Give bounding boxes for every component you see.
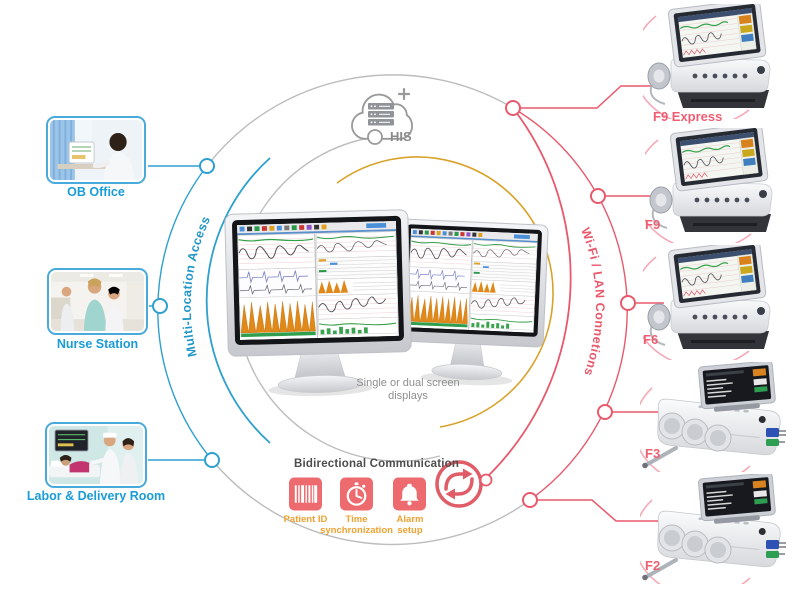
his-label: HIS <box>390 129 412 144</box>
monitor-right <box>395 218 549 386</box>
device-f3 <box>640 362 788 472</box>
exchange-node <box>479 473 493 487</box>
monitor-left-screen <box>237 220 399 341</box>
f2-connector-line <box>537 499 658 522</box>
f9-express-label: F9 Express <box>653 109 723 124</box>
labor-delivery-label: Labor & Delivery Room <box>26 489 166 503</box>
device-f9-express <box>643 4 771 119</box>
time-sync-line2: synchronization <box>320 524 393 536</box>
his-plus-icon <box>397 87 411 101</box>
patient-id-label: Patient ID <box>270 514 341 526</box>
labor-delivery-photo <box>45 422 147 488</box>
nurse-station-photo <box>47 268 148 335</box>
outer-ring-bottom-gray-arc <box>211 459 531 546</box>
f9-label: F9 <box>645 217 661 232</box>
f2-node <box>522 492 538 508</box>
f9-express-node <box>505 100 521 116</box>
his-cloud-icon <box>351 86 413 140</box>
displays-caption-line2: displays <box>388 390 428 402</box>
alarm-setup-line1: Alarm <box>396 514 424 525</box>
his-node <box>367 129 383 145</box>
monitor-right-screen <box>406 228 538 333</box>
ob-office-photo <box>46 116 146 184</box>
nurse-station-label: Nurse Station <box>56 337 139 351</box>
f9-express-connector-line <box>520 85 658 109</box>
displays-caption-line1: Single or dual screen <box>356 377 460 389</box>
ob-office-node <box>199 158 215 174</box>
f9-node <box>590 188 606 204</box>
bidirectional-arrows-icon <box>435 460 483 508</box>
labor-delivery-scene <box>49 426 143 484</box>
his-server-stack-icon <box>368 103 394 126</box>
nurse-station-node <box>152 298 168 314</box>
f3-label: F3 <box>645 446 661 461</box>
alarm-setup-line2: setup <box>397 524 423 536</box>
alarm-setup-label: Alarm setup <box>379 514 441 536</box>
device-f2 <box>640 474 788 584</box>
multi-location-inner-arc <box>205 157 271 444</box>
monitor-left-base <box>277 375 363 393</box>
patient-id-line1: Patient ID <box>283 514 328 525</box>
f2-label: F2 <box>645 558 661 573</box>
ob-office-label: OB Office <box>67 185 125 199</box>
multi-location-access-text: Multi-Location Access <box>180 214 213 358</box>
time-sync-label: Time synchronization <box>314 514 399 536</box>
barcode-icon <box>289 477 322 516</box>
nurse-station-scene <box>51 272 144 331</box>
outer-ring-left-blue-arc <box>157 165 213 461</box>
monitor-left <box>224 209 412 397</box>
clock-icon <box>340 477 373 516</box>
wifi-lan-connections-label: Wi-Fi / LAN Connetions <box>578 226 607 378</box>
monitor-right-base <box>431 363 503 380</box>
time-sync-line1: Time <box>345 514 368 525</box>
wifi-lan-connections-text: Wi-Fi / LAN Connetions <box>578 226 606 378</box>
ob-office-scene <box>50 120 142 180</box>
bidirectional-title: Bidirectional Communication <box>294 458 460 470</box>
outer-ring-top-gray-arc <box>206 74 514 167</box>
f3-node <box>597 404 613 420</box>
bell-icon <box>393 477 426 516</box>
f6-label: F6 <box>643 332 659 347</box>
wifi-lan-inner-arc <box>484 107 572 480</box>
junction-nodes <box>152 100 636 508</box>
multi-location-access-label: Multi-Location Access <box>180 214 213 358</box>
displays-caption: Single or dual screen displays <box>342 377 474 403</box>
f6-node <box>620 295 636 311</box>
labor-delivery-node <box>204 452 220 468</box>
